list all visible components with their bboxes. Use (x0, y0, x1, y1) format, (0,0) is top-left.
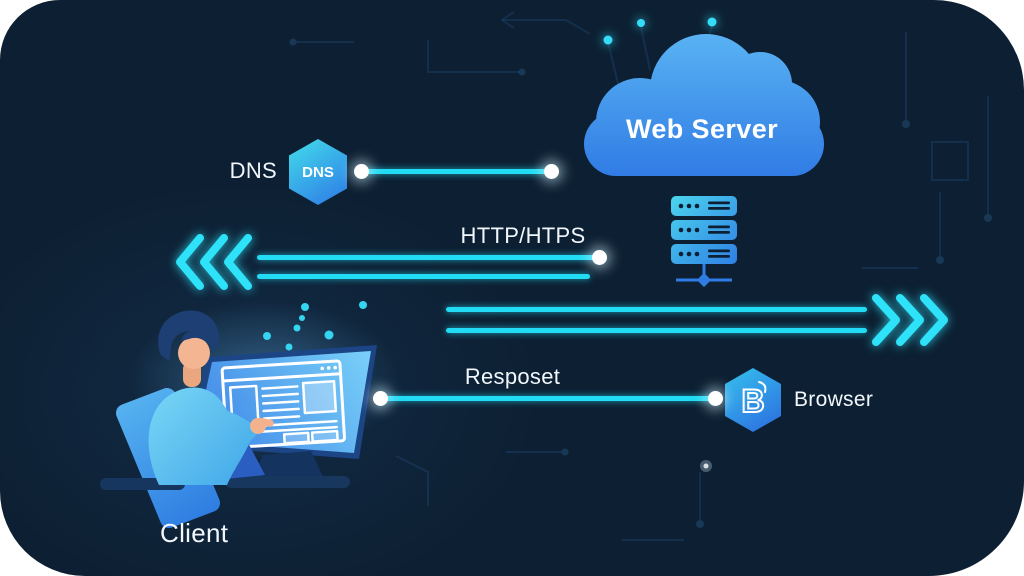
server-rack-icon (671, 196, 737, 288)
browser-window-wireframe (220, 359, 346, 450)
chevrons-left-icon (176, 234, 252, 290)
browser-hexagon-icon: B (725, 368, 781, 432)
web-server-node: Web Server (556, 24, 848, 184)
stream-line-top (446, 307, 867, 312)
dns-badge-text: DNS (302, 164, 334, 181)
browser-label: Browser (794, 388, 874, 411)
hair (158, 310, 220, 361)
monitor-base (225, 476, 350, 488)
connection-endpoint-dot (354, 164, 369, 179)
connection-endpoint-dot (708, 391, 723, 406)
http-line-bottom (257, 274, 590, 279)
monitor-stand (249, 451, 325, 484)
http-label: HTTP/HTPS (460, 223, 586, 248)
connection-endpoint-dot (544, 164, 559, 179)
http-line-top (257, 255, 598, 260)
dns-label: DNS (229, 158, 277, 183)
cloud-icon (584, 34, 824, 176)
floating-dots-icon (263, 301, 367, 351)
connection-endpoint-dot (373, 391, 388, 406)
stream-line-bottom (446, 328, 867, 333)
connection-endpoint-dot (592, 250, 607, 265)
response-label: Resposet (464, 364, 561, 389)
dns-hexagon-icon: DNS (289, 139, 347, 205)
response-line (381, 396, 716, 401)
hand (250, 417, 274, 434)
person-icon (148, 310, 274, 485)
client-label: Client (160, 518, 229, 548)
face (178, 337, 210, 369)
dns-connection-line (363, 169, 551, 174)
browser-badge-text: B (741, 383, 764, 419)
chevrons-right-icon (872, 294, 948, 346)
person-at-computer-illustration (100, 300, 400, 528)
web-server-label: Web Server (625, 114, 779, 144)
